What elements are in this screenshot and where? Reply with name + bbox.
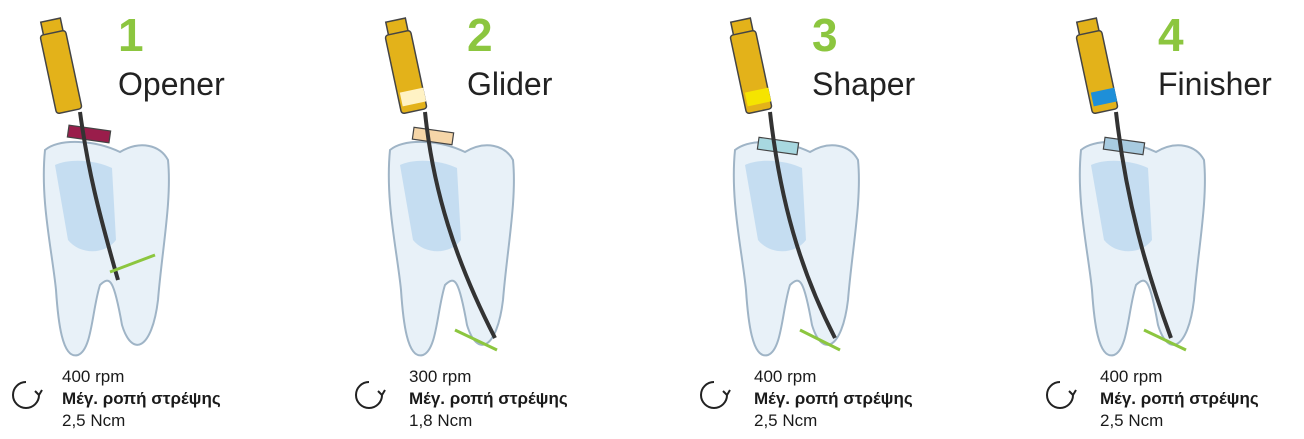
torque-label: Μέγ. ροπή στρέψης <box>409 388 568 410</box>
torque: 2,5 Ncm <box>62 410 221 432</box>
rotation-icon <box>1042 377 1078 413</box>
rotation-icon <box>8 377 44 413</box>
step-number: 3 <box>812 8 838 62</box>
step-number: 4 <box>1158 8 1184 62</box>
step-number: 1 <box>118 8 144 62</box>
speed: 400 rpm <box>62 366 221 388</box>
speed: 400 rpm <box>1100 366 1259 388</box>
torque-label: Μέγ. ροπή στρέψης <box>1100 388 1259 410</box>
rotation-icon <box>696 377 732 413</box>
specs: 300 rpm Μέγ. ροπή στρέψης 1,8 Ncm <box>409 366 568 432</box>
step-4: 4 Finisher 400 rpm Μέγ. ροπή στρέψης 2,5… <box>1036 0 1304 439</box>
shaper-illustration <box>690 0 990 370</box>
torque: 1,8 Ncm <box>409 410 568 432</box>
specs: 400 rpm Μέγ. ροπή στρέψης 2,5 Ncm <box>1100 366 1259 432</box>
speed: 300 rpm <box>409 366 568 388</box>
glider-illustration <box>345 0 645 370</box>
specs: 400 rpm Μέγ. ροπή στρέψης 2,5 Ncm <box>62 366 221 432</box>
rotation-icon <box>351 377 387 413</box>
step-2: 2 Glider 300 rpm Μέγ. ροπή στρέψης 1,8 N… <box>345 0 645 439</box>
step-3: 3 Shaper 400 rpm Μέγ. ροπή στρέψης 2,5 N… <box>690 0 990 439</box>
file-name: Opener <box>118 66 225 103</box>
file-name: Glider <box>467 66 552 103</box>
torque-label: Μέγ. ροπή στρέψης <box>754 388 913 410</box>
torque: 2,5 Ncm <box>754 410 913 432</box>
opener-illustration <box>0 0 300 370</box>
specs: 400 rpm Μέγ. ροπή στρέψης 2,5 Ncm <box>754 366 913 432</box>
tooth-illustration <box>44 142 169 355</box>
file-name: Finisher <box>1158 66 1272 103</box>
step-1: 1 Opener 400 rpm Μέγ. ροπή στρέψης 2,5 N… <box>0 0 300 439</box>
speed: 400 rpm <box>754 366 913 388</box>
torque-label: Μέγ. ροπή στρέψης <box>62 388 221 410</box>
file-name: Shaper <box>812 66 915 103</box>
step-number: 2 <box>467 8 493 62</box>
torque: 2,5 Ncm <box>1100 410 1259 432</box>
tooth-illustration <box>389 142 514 355</box>
